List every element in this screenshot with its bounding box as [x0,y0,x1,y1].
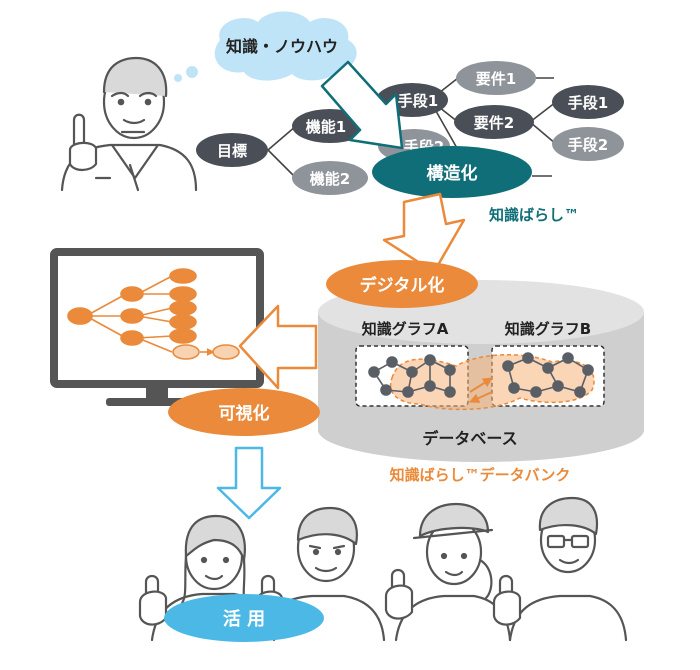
visualize-label: 可視化 [219,403,270,424]
graph-link-arrows [469,377,493,403]
cyan-down-arrow [216,446,282,520]
digitize-label: デジタル化 [360,275,445,296]
utilize-node: 活 用 [164,594,324,642]
visualize-node: 可視化 [168,388,320,436]
tree-node-req2: 要件2 [454,105,534,139]
shared-knowledge-highlight [389,354,595,411]
tree-node-req2-label: 要件2 [474,114,514,132]
knowledge-tree: 目標 機能1 機能2 手段1 手段2 要件1 要件2 手段1 [196,60,624,224]
databank-brand-label: 知識ばらし™データバンク [390,466,571,484]
digitize-node: デジタル化 [326,260,478,308]
tree-node-goal: 目標 [196,133,268,167]
tree-node-sub-means2: 手段2 [552,127,624,161]
graph-a-label: 知識グラフA [362,320,449,338]
tree-node-req1-label: 要件1 [476,70,516,88]
monitor-icon [50,248,264,406]
utilize-label: 活 用 [223,608,265,630]
tree-node-func1-label: 機能1 [306,118,346,136]
teal-down-arrow [320,60,404,150]
tree-node-goal-label: 目標 [217,142,247,160]
tree-node-sub-means1-label: 手段1 [568,94,608,112]
tree-node-func2-label: 機能2 [310,170,350,188]
expert-person-icon [60,56,198,192]
structuring-node: 構造化 [372,146,532,198]
orange-down-arrow [382,192,466,274]
person-glasses-man-icon [492,496,628,642]
tree-node-sub-means2-label: 手段2 [568,136,608,154]
graph-a-network [368,354,456,398]
thought-bubble-label: 知識・ノウハウ [226,37,338,56]
graph-b-label: 知識グラフB [505,320,591,338]
orange-left-arrow [238,304,318,390]
database-cylinder: 知識グラフA 知識グラフB [318,280,644,462]
structuring-brand-label: 知識ばらし™ [489,206,579,224]
structuring-label: 構造化 [427,163,478,184]
database-label: データベース [422,429,517,448]
person-cap-woman-icon [384,502,512,642]
tree-node-means1-label: 手段1 [398,92,438,110]
tree-node-req1: 要件1 [456,61,536,95]
thought-bubble: 知識・ノウハウ [174,11,357,82]
monitor-tree-graph [67,268,240,360]
tree-node-func2: 機能2 [292,161,368,195]
graph-b-network [502,352,594,398]
tree-node-sub-means1: 手段1 [552,85,624,119]
